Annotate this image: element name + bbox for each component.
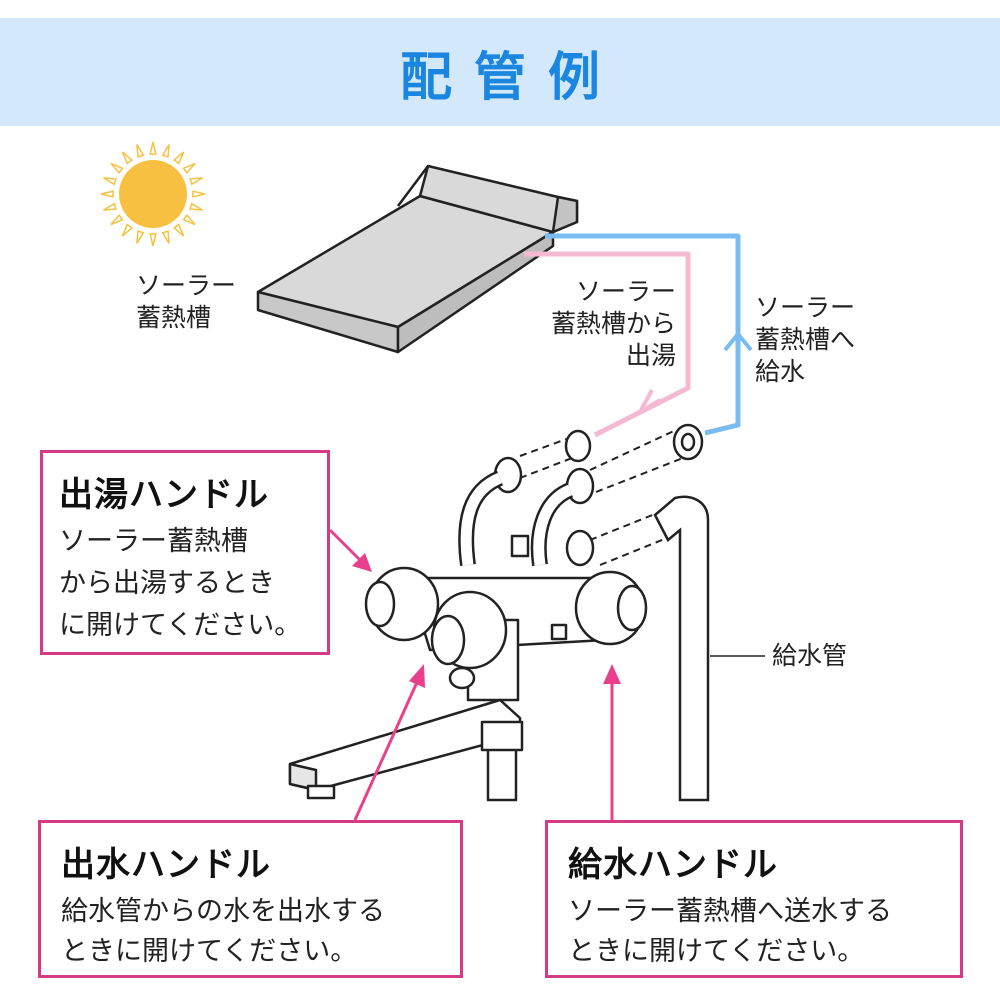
sun-ray [103, 202, 117, 211]
sun-ray [182, 214, 196, 226]
sun-ray [189, 177, 203, 186]
supply-handle-callout: 給水ハンドル ソーラー蓄熱槽へ送水する ときに開けてください。 [545, 820, 963, 978]
title-banner: 配管例 [0, 18, 1000, 126]
sun-ray [173, 151, 185, 165]
supply-to-tank-label: ソーラー 蓄熱槽へ 給水 [755, 292, 855, 388]
sun-ray [161, 230, 170, 244]
hot-from-tank-label: ソーラー 蓄熱槽から 出湯 [528, 276, 676, 372]
sun-ray [149, 141, 157, 155]
sun-ray [136, 144, 145, 158]
supply-handle-title: 給水ハンドル [568, 845, 778, 885]
hot-from-tank-label-line: 出湯 [625, 341, 676, 370]
page-title: 配管例 [399, 47, 622, 108]
water-handle-title: 出水ハンドル [61, 845, 271, 885]
supply-handle[interactable] [574, 570, 648, 646]
callout-arrows [328, 528, 621, 821]
sun-ray [136, 230, 145, 244]
hot-handle-text: に開けてください。 [59, 610, 302, 641]
hot-handle-callout: 出湯ハンドル ソーラー蓄熱槽 から出湯するとき に開けてください。 [40, 450, 330, 655]
sun-ray [161, 144, 170, 158]
sun-ray [110, 162, 124, 174]
water-outlet-handle[interactable] [430, 590, 508, 670]
supply-handle-text: ときに開けてください。 [568, 936, 865, 967]
sun-ray [189, 202, 203, 211]
supply-handle-text: ソーラー蓄熱槽へ送水する [568, 896, 892, 927]
sun-ray [149, 233, 157, 247]
supply-to-tank-label-line: 給水 [755, 357, 806, 386]
hot-pipe [524, 251, 691, 438]
hot-handle-title: 出湯ハンドル [59, 475, 269, 515]
faucet-icon [288, 534, 648, 802]
sun-ray [100, 190, 114, 198]
sun-ray [121, 223, 133, 237]
supply-pipe [653, 495, 710, 802]
supply-to-tank-label-line: ソーラー [755, 293, 856, 322]
sun-ray [103, 177, 117, 186]
water-handle-text: ときに開けてください。 [61, 936, 358, 967]
sun-ray [110, 214, 124, 226]
sun-icon [100, 141, 206, 247]
hot-handle-text: から出湯するとき [59, 568, 275, 599]
solar-tank-label-line: 蓄熱槽 [136, 303, 212, 332]
sun-ray [182, 162, 196, 174]
water-handle-callout: 出水ハンドル 給水管からの水を出水する ときに開けてください。 [38, 820, 463, 978]
supply-to-tank-label-line: 蓄熱槽へ [755, 325, 856, 354]
solar-tank-icon [256, 164, 579, 354]
hot-handle-text: ソーラー蓄熱槽 [59, 526, 248, 557]
sun-ray [192, 190, 206, 198]
flex-hoses [458, 470, 574, 567]
hot-from-tank-label-line: 蓄熱槽から [550, 309, 676, 338]
sun-ray [121, 151, 133, 165]
sun-ray [173, 223, 185, 237]
hot-water-handle[interactable] [364, 566, 440, 642]
hot-from-tank-label-line: ソーラー [575, 277, 676, 306]
solar-tank-label: ソーラー 蓄熱槽 [136, 270, 236, 334]
solar-tank-label-line: ソーラー [136, 271, 237, 300]
supply-pipe-line [545, 233, 753, 436]
water-handle-text: 給水管からの水を出水する [61, 896, 385, 927]
supply-pipe-label: 給水管 [772, 641, 848, 670]
